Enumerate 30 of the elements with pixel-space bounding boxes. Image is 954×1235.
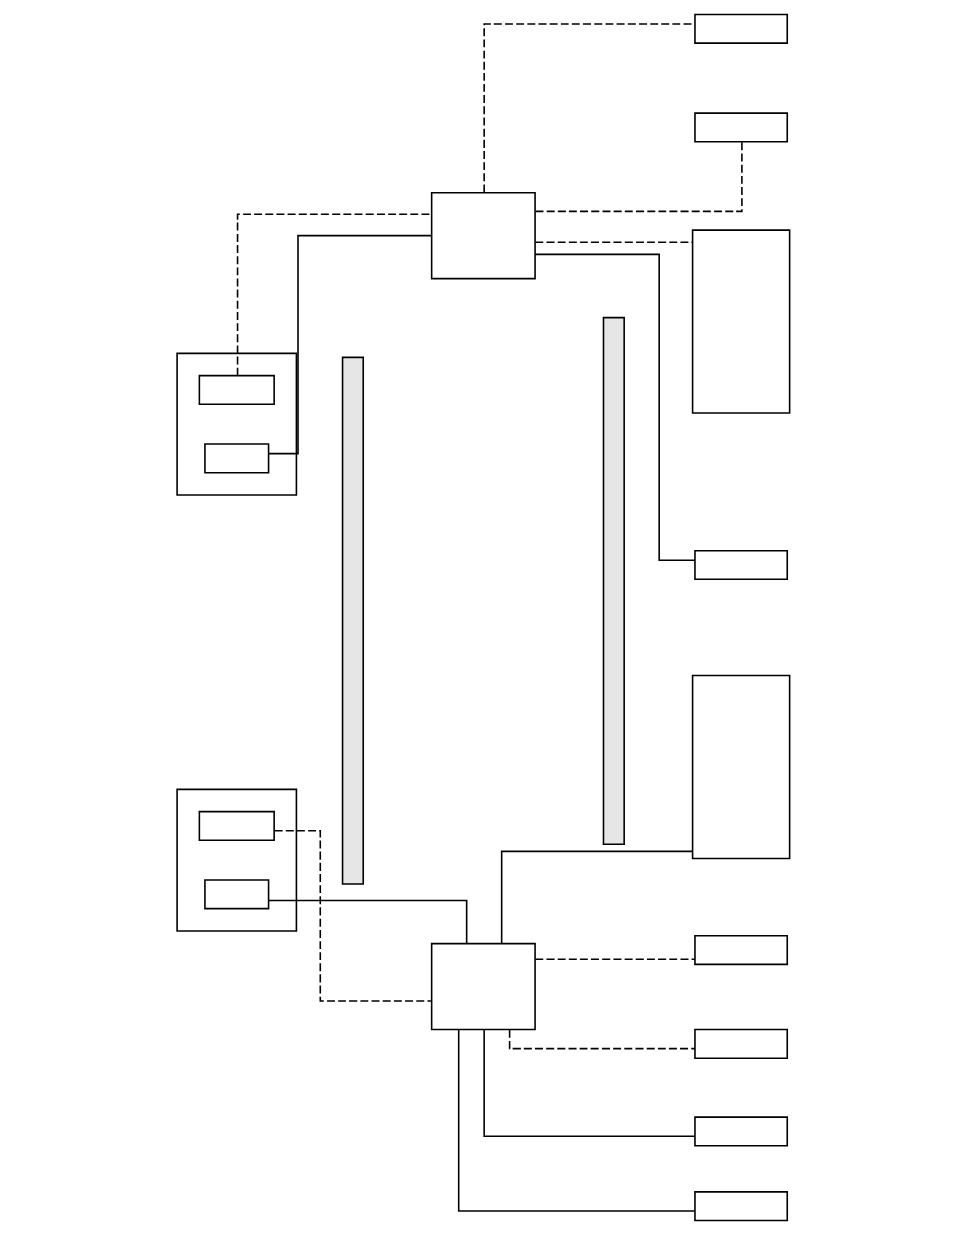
- cluster: [176, 788, 298, 932]
- connector: [457, 1029, 696, 1212]
- connector: [267, 899, 468, 945]
- connector: [534, 253, 696, 561]
- connector: [508, 1028, 696, 1050]
- node-box: [694, 934, 789, 966]
- node-box: [430, 191, 536, 280]
- node-box: [694, 13, 789, 44]
- connector: [534, 141, 743, 213]
- node-box: [694, 1028, 789, 1059]
- cluster: [176, 352, 298, 496]
- connector: [534, 241, 694, 243]
- connector: [534, 958, 696, 960]
- connector: [268, 234, 433, 455]
- node-box: [694, 549, 789, 581]
- connector: [273, 829, 433, 1002]
- node-box: [198, 374, 275, 406]
- connector: [500, 850, 693, 944]
- node-box: [691, 674, 791, 860]
- node-box: [430, 942, 536, 1031]
- node-box: [694, 1116, 789, 1147]
- node-bar: [341, 356, 365, 885]
- node-bar: [602, 316, 625, 845]
- node-box: [694, 112, 789, 143]
- node-box: [694, 1191, 789, 1222]
- node-box: [204, 443, 270, 474]
- connector: [483, 1029, 696, 1137]
- node-box: [198, 810, 275, 842]
- node-box: [691, 229, 791, 414]
- node-box: [204, 879, 270, 910]
